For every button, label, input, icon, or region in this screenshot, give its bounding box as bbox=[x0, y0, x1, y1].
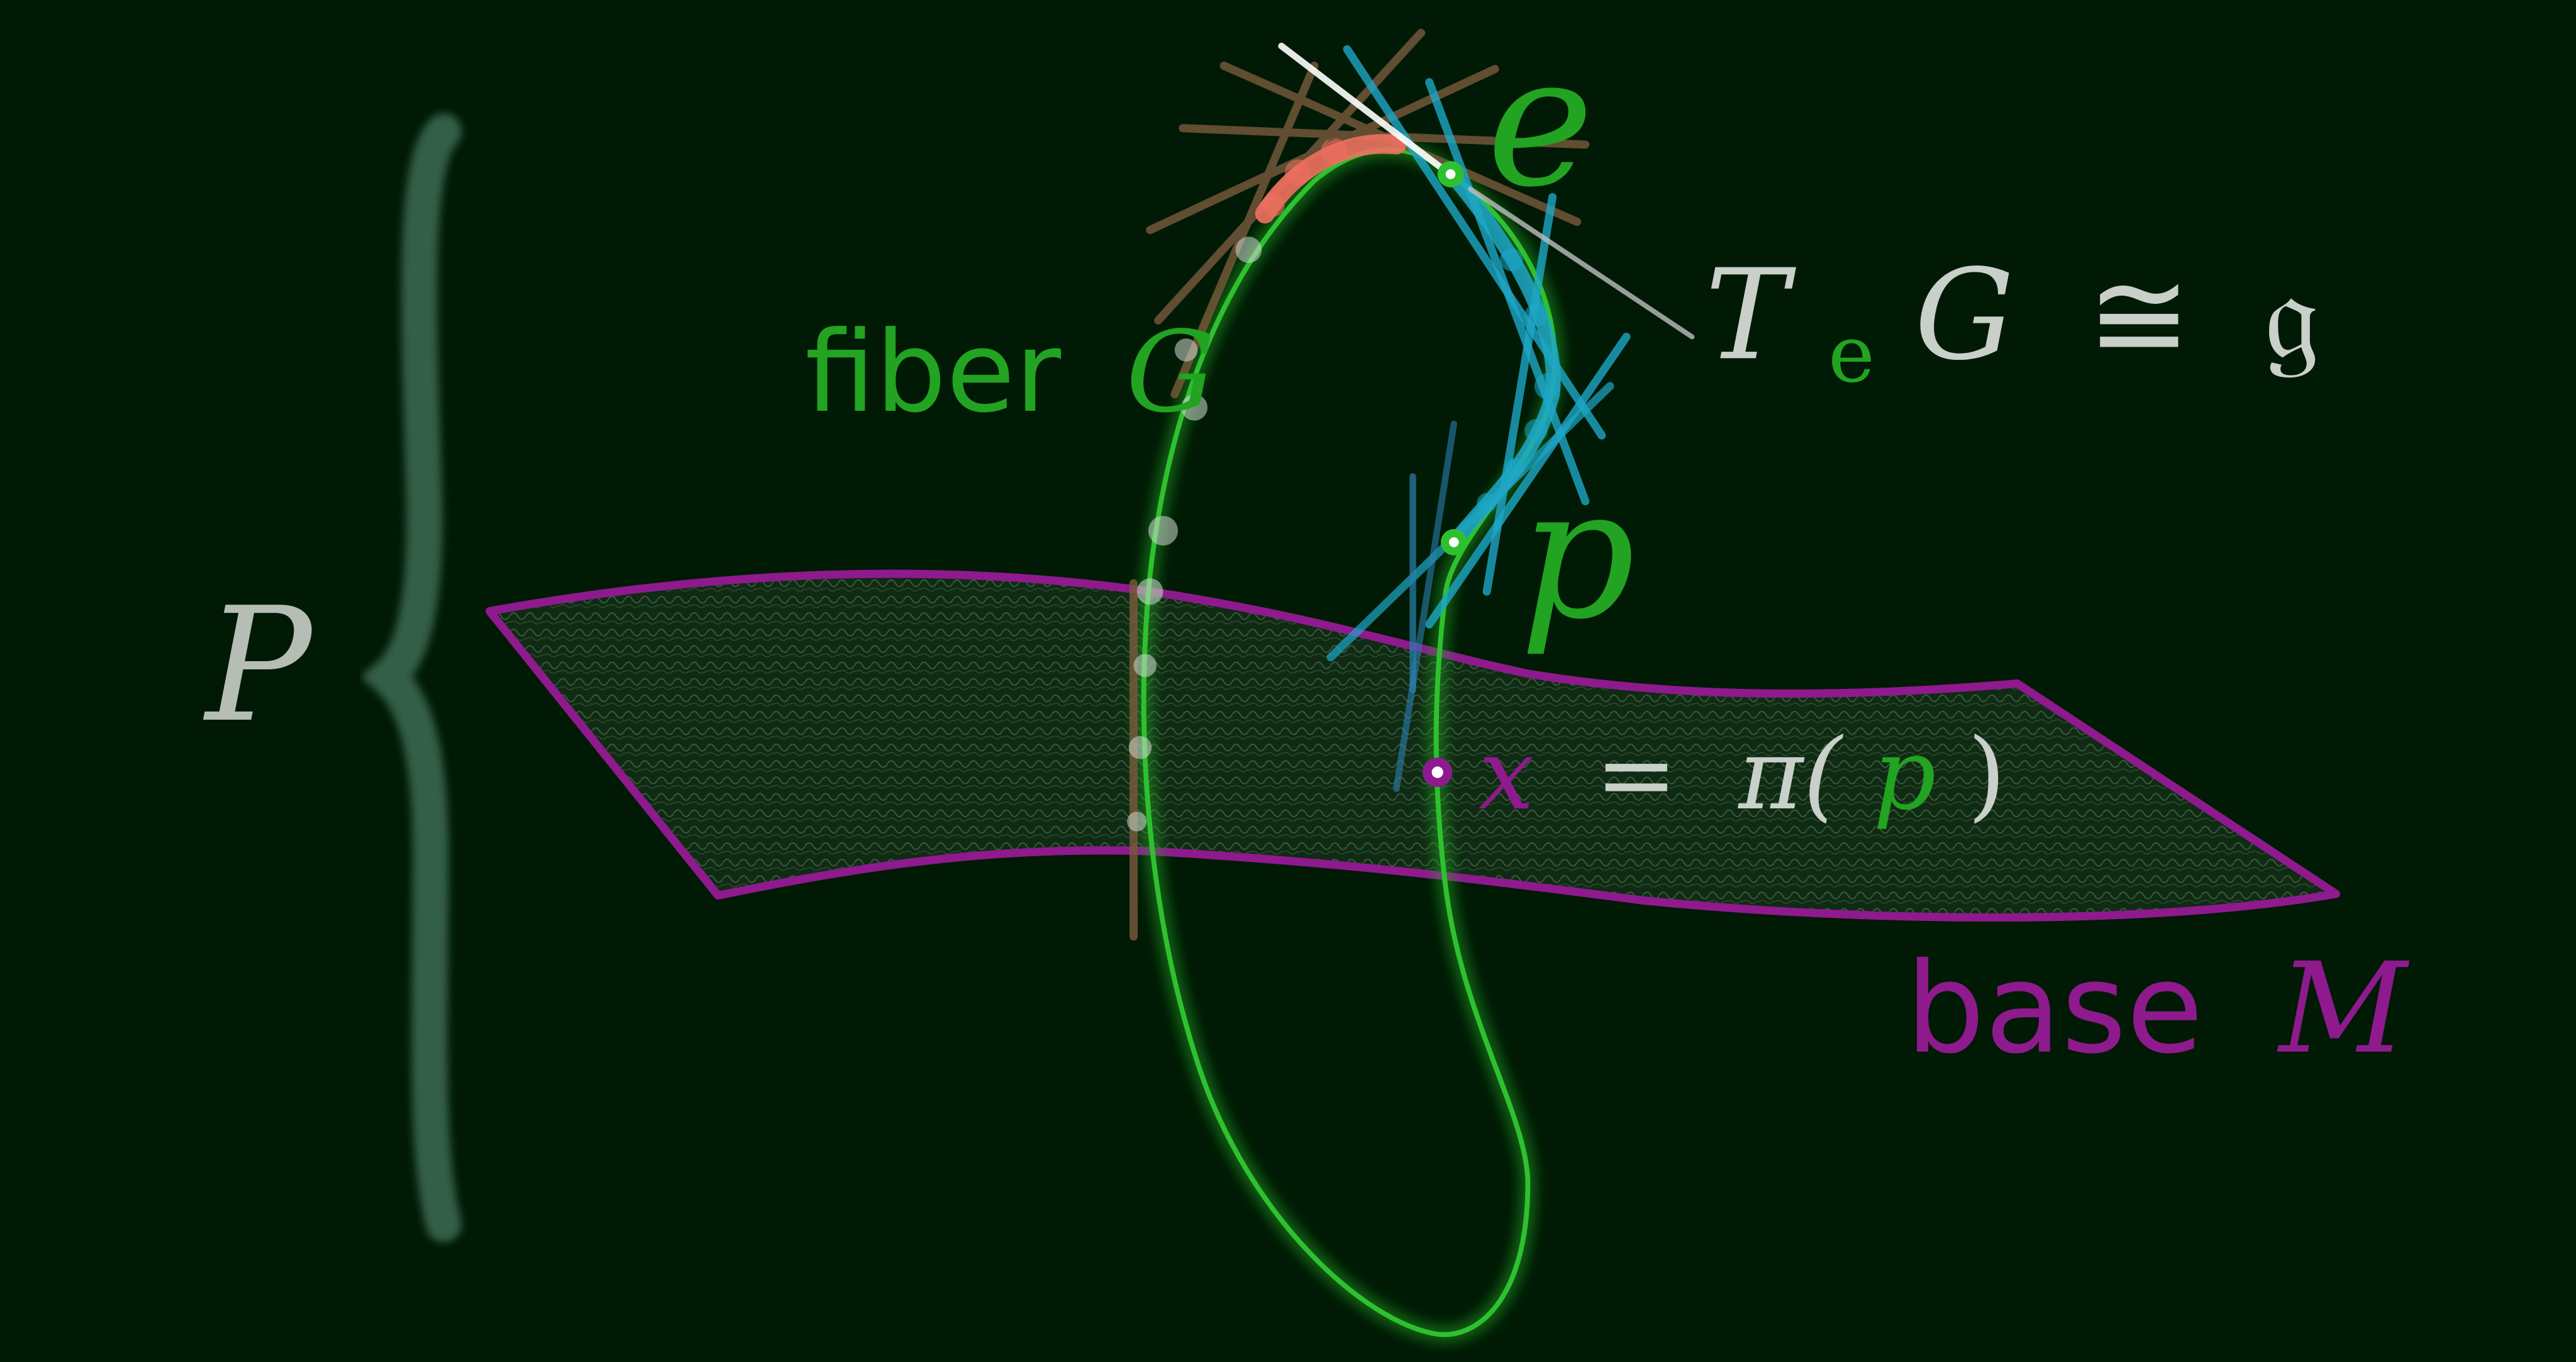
projection-label: x = π( p ) bbox=[1479, 717, 2006, 832]
proj-p: p bbox=[1873, 717, 1936, 832]
proj-x: x bbox=[1479, 717, 1534, 832]
base-label-prefix: base bbox=[1906, 936, 2203, 1081]
proj-equals: = bbox=[1595, 717, 1677, 832]
base-label: base M bbox=[1906, 936, 2410, 1081]
fiber-label-symbol: G bbox=[1126, 307, 1215, 437]
point-p bbox=[1440, 529, 1467, 555]
tangent-lie-algebra: 𝔤 bbox=[2264, 242, 2319, 388]
total-space-label: P bbox=[203, 574, 314, 757]
proj-close: ) bbox=[1967, 717, 2006, 832]
tangent-iso: ≅ bbox=[2087, 242, 2191, 388]
tangent-G: G bbox=[1914, 242, 2014, 388]
tangent-space-label: T e G ≅ 𝔤 bbox=[1705, 242, 2319, 411]
tangent-sub-e: e bbox=[1828, 308, 1875, 400]
proj-pi: π( bbox=[1737, 717, 1843, 832]
fiber-label: fiber G bbox=[805, 307, 1215, 437]
total-space-brace bbox=[360, 113, 462, 1242]
group-tangent-lines bbox=[1129, 28, 1590, 941]
fiber-sample-dots bbox=[1127, 138, 1561, 832]
base-manifold bbox=[486, 569, 2340, 922]
identity-label: e bbox=[1487, 16, 1594, 227]
point-p-label: p bbox=[1519, 448, 1635, 659]
identity-point bbox=[1437, 160, 1464, 187]
fiber-label-prefix: fiber bbox=[805, 307, 1062, 437]
point-x bbox=[1423, 757, 1453, 788]
base-label-symbol: M bbox=[2277, 936, 2410, 1081]
tangent-T: T bbox=[1705, 242, 1796, 388]
